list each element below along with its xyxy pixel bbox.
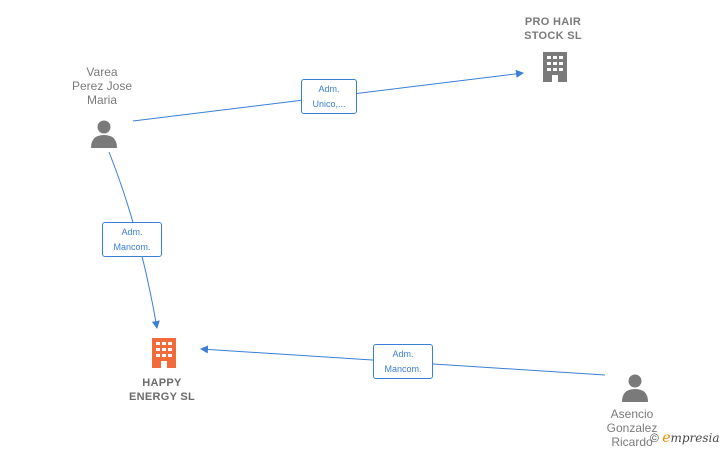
brand-rest: mpresia	[670, 431, 720, 445]
node-label-varea: Varea Perez Jose Maria	[71, 65, 133, 107]
edge-label-adm-unico[interactable]: Adm. Unico,...	[301, 79, 357, 114]
node-label-happy: HAPPY ENERGY SL	[128, 377, 196, 403]
building-icon[interactable]	[539, 50, 571, 84]
edge-label-adm-mancom-asencio[interactable]: Adm. Mancom.	[373, 344, 433, 379]
person-icon[interactable]	[620, 372, 650, 402]
building-icon-focus[interactable]	[148, 336, 180, 370]
node-label-prohair: PRO HAIR STOCK SL	[524, 16, 582, 42]
node-label-asencio: Asencio Gonzalez Ricardo	[606, 407, 658, 449]
edge-label-adm-mancom-varea[interactable]: Adm. Mancom.	[102, 222, 162, 257]
copyright-symbol: ©	[650, 431, 659, 445]
person-icon[interactable]	[89, 118, 119, 148]
empresia-logo[interactable]: © empresia	[650, 430, 720, 446]
brand-e: e	[662, 430, 671, 446]
